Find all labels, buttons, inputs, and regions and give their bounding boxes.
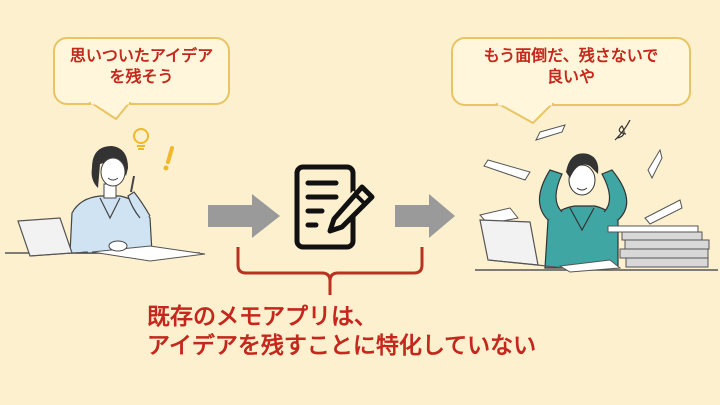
arrow-right-icon-2	[395, 194, 455, 238]
lightbulb-icon	[133, 128, 149, 150]
left-bubble-tail	[88, 102, 132, 121]
exclamation-icon	[163, 146, 174, 171]
left-speech-bubble: 思いついたアイデア を残そう	[53, 37, 230, 105]
caption-line-2: アイデアを残すことに特化していない	[147, 333, 537, 359]
right-bubble-line-2: 良いや	[546, 67, 595, 86]
right-bubble-tail	[495, 103, 555, 125]
memo-pencil-icon	[294, 164, 375, 250]
left-bubble-line-2: を残そう	[109, 67, 174, 86]
caption-text: 既存のメモアプリは、 アイデアを残すことに特化していない	[147, 303, 536, 361]
stressed-woman-illustration	[475, 120, 718, 273]
right-bubble-line-1: もう面倒だ、残さないで	[483, 46, 659, 65]
left-bubble-line-1: 思いついたアイデア	[69, 46, 214, 65]
curly-bracket	[236, 247, 424, 295]
woman-with-idea-illustration	[5, 128, 206, 262]
arrow-right-icon-1	[208, 194, 280, 238]
right-speech-bubble: もう面倒だ、残さないで 良いや	[451, 37, 691, 106]
caption-line-1: 既存のメモアプリは、	[147, 304, 377, 330]
